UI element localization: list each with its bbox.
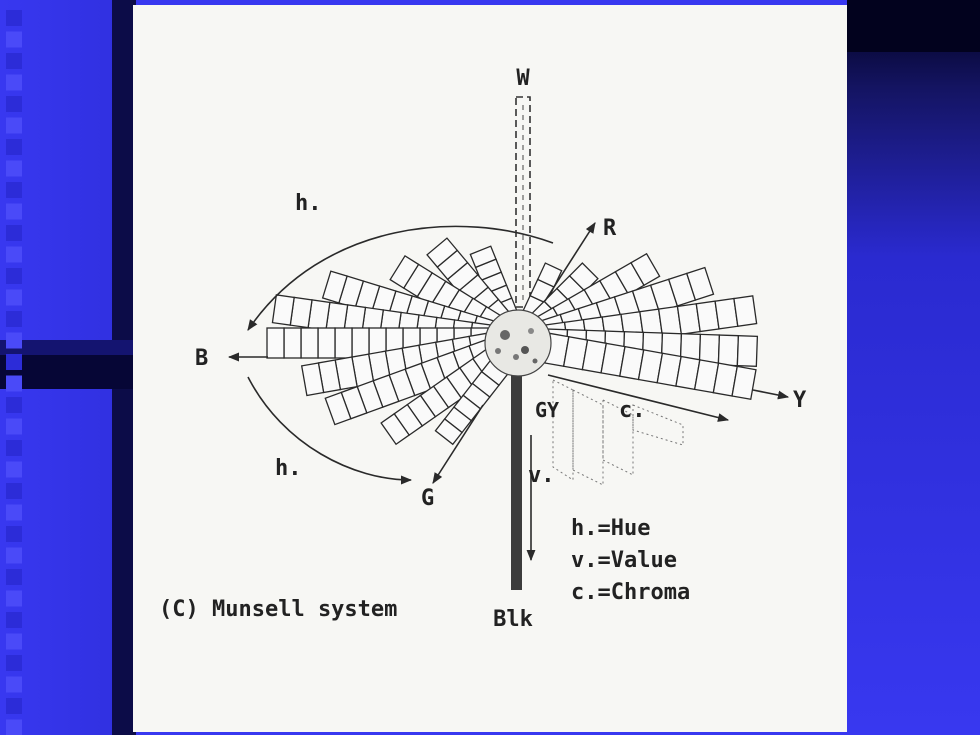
decorative-square [6,483,22,499]
chroma-step [317,327,336,359]
label-green: G [421,486,434,511]
decorative-square [6,569,22,585]
green-arrow [432,404,484,484]
decorative-square [6,139,22,155]
label-green-yellow: GY [535,398,559,422]
label-hue-top: h. [295,191,322,216]
decorative-square [6,53,22,69]
chroma-step [469,245,497,269]
chroma-step [351,327,370,359]
figure-caption: (C) Munsell system [159,597,397,622]
decorative-square [6,225,22,241]
decorative-square [6,74,22,91]
hue-arc-bottom [247,376,413,485]
chroma-step [536,262,563,288]
decorative-square [6,311,22,327]
center-sphere [484,309,552,377]
decorative-square [6,590,22,607]
label-value-arrow: v. [528,463,555,488]
chroma-step [266,327,285,359]
hue-blade [434,358,510,446]
chroma-step [736,335,759,368]
legend-chroma: c.=Chroma [571,580,690,605]
diagram-labels: W Blk R B Y G GY h. h. c. v. h.=Hue v.=V… [159,66,807,632]
chroma-step [717,334,740,367]
decorative-square [6,182,22,198]
chroma-step [685,266,715,301]
label-red: R [603,216,617,241]
value-axis [511,96,531,590]
decorative-square [6,31,22,48]
legend-hue: h.=Hue [571,516,650,541]
chroma-step [426,237,459,269]
label-blue: B [195,346,208,371]
decorative-square [6,633,22,650]
decorative-square [6,96,22,112]
chroma-step [271,294,295,326]
chroma-step [324,391,352,426]
yellow-arrow [752,389,790,400]
hue-blade [324,339,496,426]
left-hue-blades [266,237,518,446]
decorative-square [6,10,22,26]
chroma-step [300,362,325,397]
chroma-step [731,365,757,401]
chroma-step [434,418,463,446]
decorative-square [6,160,22,177]
chroma-step [630,252,661,287]
decorative-square [6,504,22,521]
decorative-square [6,246,22,263]
chroma-step [321,270,348,304]
chroma-step [334,327,353,359]
chroma-step [283,327,302,359]
legend-value: v.=Value [571,548,677,573]
decorative-square-column [6,10,22,735]
hue-blade [544,332,757,401]
label-black: Blk [493,607,533,632]
right-hue-blades [521,252,759,401]
munsell-figure: W Blk R B Y G GY h. h. c. v. h.=Hue v.=V… [133,5,847,732]
decorative-square [6,461,22,478]
decorative-square [6,117,22,134]
chroma-step [733,295,758,327]
decorative-square [6,203,22,220]
decorative-square [6,676,22,693]
decorative-square [6,375,22,392]
label-hue-bottom: h. [275,456,302,481]
decorative-square [6,418,22,435]
decorative-square [6,440,22,456]
label-chroma-arrow: c. [619,398,646,423]
decorative-square [6,698,22,714]
hue-arc-top [247,225,554,331]
decorative-square [6,289,22,306]
chroma-step [300,327,319,359]
decorative-square [6,268,22,284]
chroma-step [380,412,411,446]
decorative-square [6,526,22,542]
hue-arrows [227,222,790,562]
chroma-ghost-blocks [552,379,684,486]
decorative-square [6,655,22,671]
decorative-square [6,719,22,735]
decorative-square [6,547,22,564]
chroma-step [389,254,420,289]
chroma-arrow [547,374,730,422]
decorative-square [6,332,22,349]
decorative-square [6,612,22,628]
decorative-square [6,354,22,370]
red-arrow [544,222,596,302]
label-white: W [516,66,530,91]
decorative-square [6,397,22,413]
label-yellow: Y [793,388,807,413]
